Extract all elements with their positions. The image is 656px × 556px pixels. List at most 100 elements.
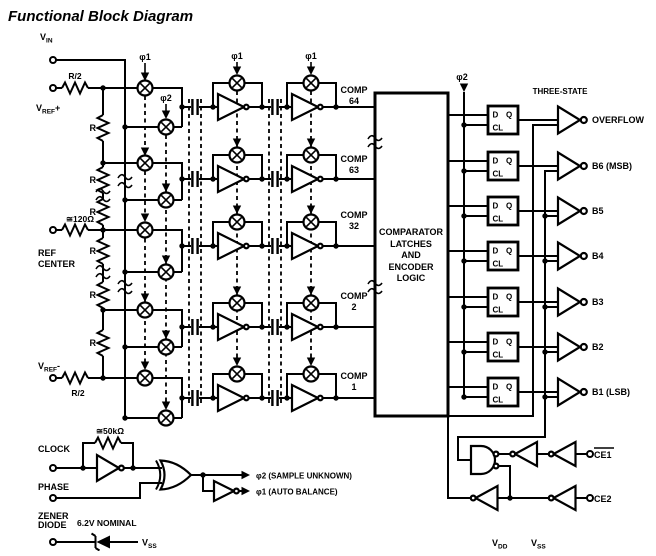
phi1-sample-switch <box>136 369 154 387</box>
clock-inverter <box>95 453 122 483</box>
phi2-sample-switch <box>157 338 175 356</box>
zener-vss-label: VSS <box>142 538 157 551</box>
vref-minus-terminal <box>49 374 57 382</box>
d-latch <box>486 331 520 363</box>
phi2-sample-switch <box>157 409 175 427</box>
feedback-switch <box>302 74 320 92</box>
comparator-row-2: COMP 2 <box>100 291 375 356</box>
ce2-terminal <box>586 494 594 502</box>
feedback-switch <box>228 74 246 92</box>
encoder-line: LOGIC <box>397 273 426 283</box>
comp-label: COMP <box>341 210 368 220</box>
output-label-b6: B6 (MSB) <box>592 161 632 171</box>
phi2-sample-switch <box>157 263 175 281</box>
phi1-sample-switch <box>136 154 154 172</box>
d-latch <box>486 286 520 318</box>
r-50k-label: ≅50kΩ <box>96 426 124 436</box>
phi2-rail-label: φ2 <box>456 72 467 82</box>
d-latch <box>486 195 520 227</box>
xor-gate <box>155 459 193 491</box>
phi2-latch-rail: φ2 <box>456 72 469 400</box>
zener-terminal <box>49 538 57 546</box>
ref-center-label-1: REF <box>38 248 57 258</box>
phi1-sample-switch <box>136 301 154 319</box>
comp-number: 64 <box>349 96 359 106</box>
encoder-block: COMPARATOR LATCHES AND ENCODER LOGIC <box>367 91 450 418</box>
feedback-switch <box>228 146 246 164</box>
r-label: R <box>90 338 97 348</box>
zener-diode-section: ZENER DIODE 6.2V NOMINAL VSS <box>38 511 157 552</box>
comp-label: COMP <box>341 291 368 301</box>
vin-bus <box>56 59 133 418</box>
zener-cathode-bar <box>90 532 101 552</box>
feedback-switch <box>302 294 320 312</box>
output-label-b4: B4 <box>592 251 604 261</box>
comparator-row-32: COMP 32 <box>100 210 375 281</box>
phi1-inverter-bubble <box>232 487 240 495</box>
encoder-line: LATCHES <box>390 239 432 249</box>
zener-label-1: ZENER <box>38 511 69 521</box>
output-label-b1: B1 (LSB) <box>592 387 630 397</box>
encoder-line: COMPARATOR <box>379 227 443 237</box>
phi2-sample-switch <box>157 118 175 136</box>
clock-generator: ≅50kΩ CLOCK PHASE φ2 (SAMPLE UNKNOWN) φ1… <box>38 426 352 503</box>
comp-label: COMP <box>341 371 368 381</box>
nand-input-bubble <box>492 462 500 470</box>
r-120-label: ≅120Ω <box>66 214 94 224</box>
phase-column-phi2: φ2 <box>160 93 172 410</box>
d-latch <box>486 376 520 408</box>
comparator-row-1: COMP 1 <box>100 365 375 427</box>
ce2-label: CE2 <box>594 494 612 504</box>
d-latch <box>486 240 520 272</box>
phase-label: PHASE <box>38 482 69 492</box>
phi1-inverter <box>212 479 237 503</box>
output-label-overflow: OVERFLOW <box>592 115 645 125</box>
feedback-switch <box>302 365 320 383</box>
nand-input-bubble <box>492 450 500 458</box>
r-half-label: R/2 <box>68 71 82 81</box>
vref-minus-label: VREF- <box>38 361 60 374</box>
feedback-switch <box>302 213 320 231</box>
d-latch <box>486 104 520 136</box>
comp-number: 32 <box>349 221 359 231</box>
latch-column <box>486 104 520 408</box>
output-label-b3: B3 <box>592 297 604 307</box>
encoder-line: AND <box>401 250 421 260</box>
r-label: R <box>90 290 97 300</box>
clock-label: CLOCK <box>38 444 70 454</box>
feedback-switch <box>302 146 320 164</box>
vdd-label: VDD <box>492 538 508 551</box>
feedback-column-2: φ1 <box>305 51 317 366</box>
phi1-feedback-label: φ1 <box>231 51 242 61</box>
phi2-sample-switch <box>157 191 175 209</box>
phi1-output-label: φ1 (AUTO BALANCE) <box>256 488 338 497</box>
capacitor-continuation-lines <box>188 99 282 406</box>
phase-terminal <box>49 494 57 502</box>
zener-anode-triangle <box>96 535 110 549</box>
phase-column-phi1: φ1 <box>139 52 151 370</box>
encoder-line: ENCODER <box>388 262 434 272</box>
feedback-switch <box>228 365 246 383</box>
phi2-column-label: φ2 <box>160 93 171 103</box>
comp-number: 63 <box>349 165 359 175</box>
output-buffer-column: THREE-STATE OVERFLOW B6 (MSB) B5 B4 B3 B… <box>533 87 645 407</box>
input-reference-terminals: VIN R/2 VREF+ ≅120Ω REF CENTER R/2 VREF- <box>36 32 103 398</box>
output-label-b2: B2 <box>592 342 604 352</box>
zener-voltage-note: 6.2V NOMINAL <box>77 518 137 528</box>
comparator-row-64: COMP 64 <box>100 74 375 136</box>
power-labels: VDD VSS <box>492 538 546 551</box>
vin-terminal <box>49 56 57 64</box>
vss-label: VSS <box>531 538 546 551</box>
r-label: R <box>90 175 97 185</box>
output-label-b5: B5 <box>592 206 604 216</box>
phi1-column-label: φ1 <box>139 52 150 62</box>
phi1-feedback-label: φ1 <box>305 51 316 61</box>
r-label: R <box>90 207 97 217</box>
comparator-row-63: COMP 63 <box>100 146 375 209</box>
latch-io-wires <box>448 114 558 398</box>
zener-label-2: DIODE <box>38 520 67 530</box>
comp-label: COMP <box>341 154 368 164</box>
ce1-label: CE1 <box>594 450 612 460</box>
